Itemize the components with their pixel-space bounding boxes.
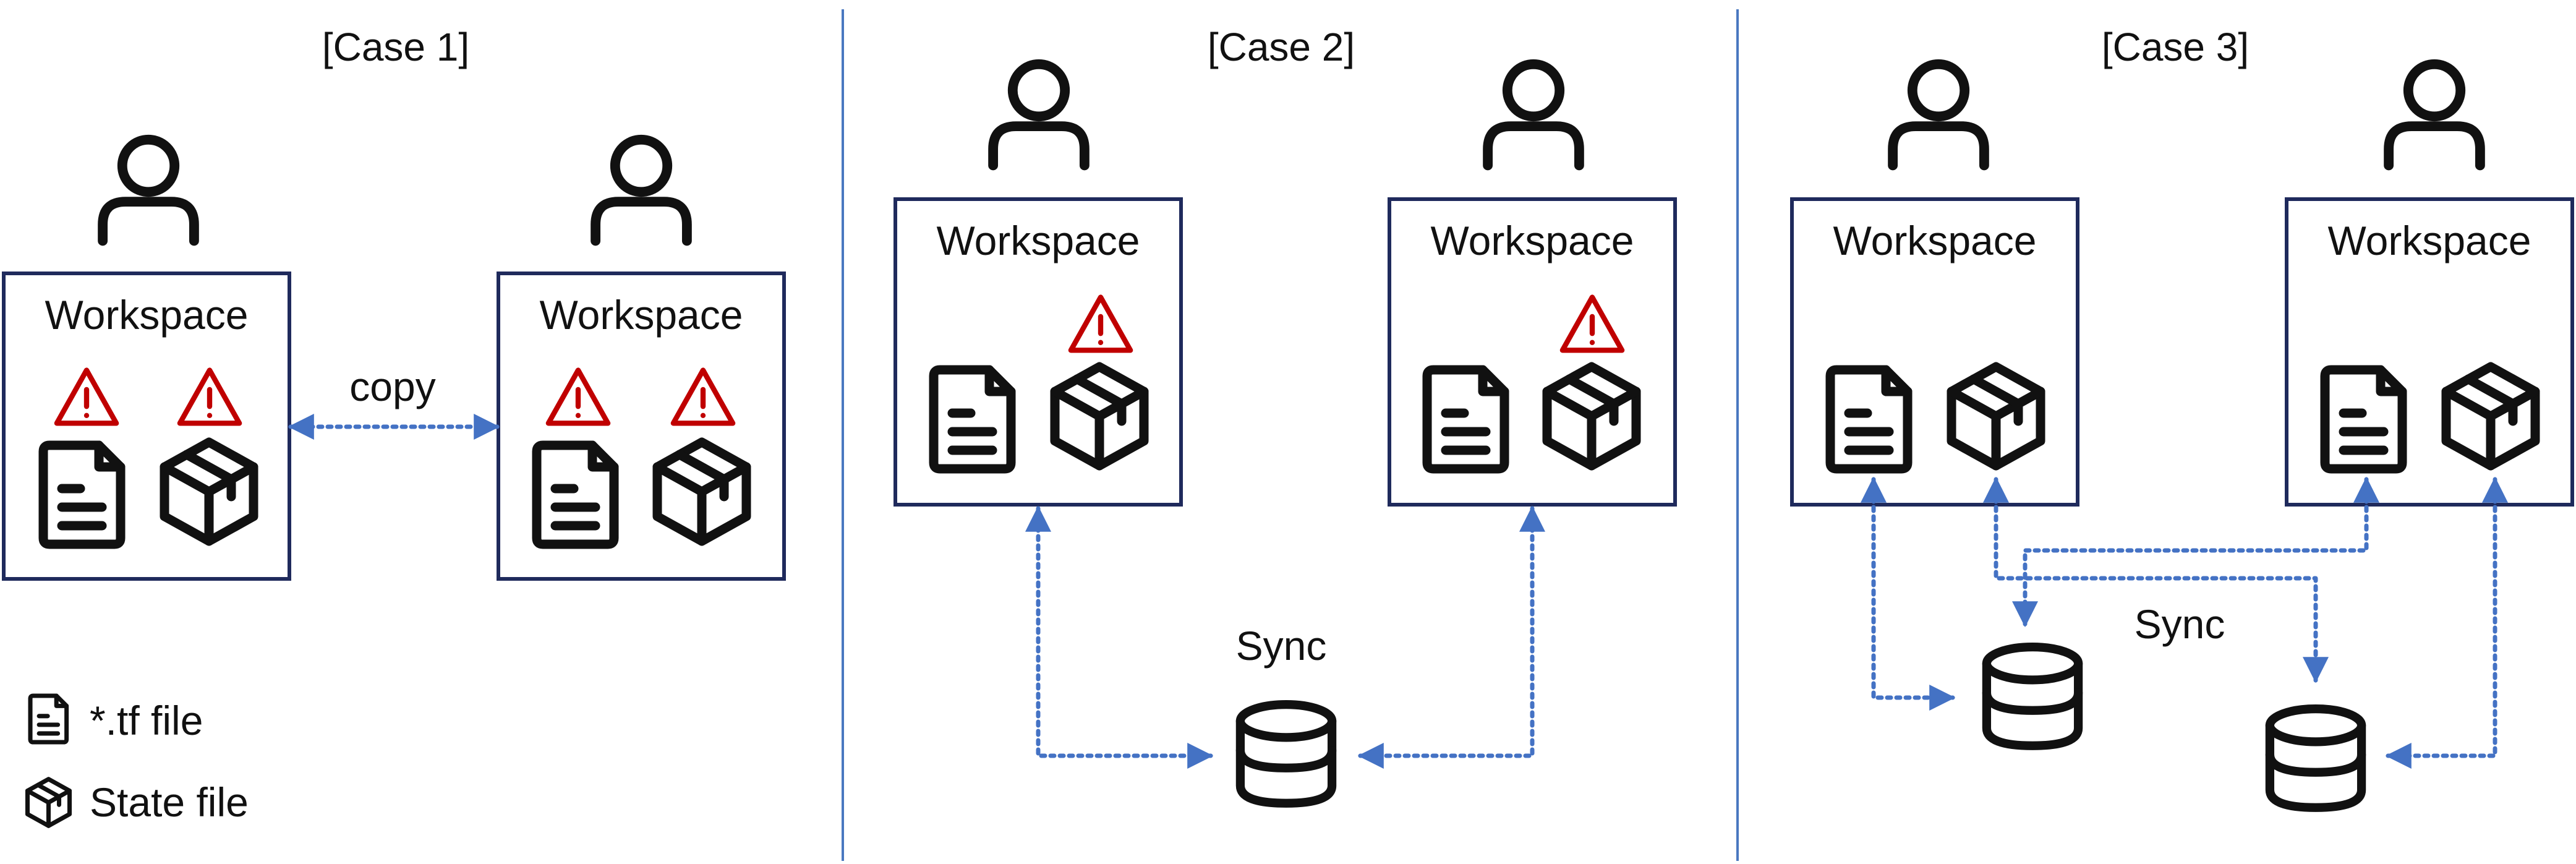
sync-arrow — [1357, 505, 1545, 769]
workspace-box — [497, 272, 786, 581]
workspace-box — [2285, 197, 2574, 507]
case-3-title: [Case 3] — [2102, 25, 2249, 69]
sync-arrow — [2385, 476, 2508, 769]
database-icon — [1240, 704, 1332, 803]
case-1-title: [Case 1] — [322, 25, 469, 69]
user-icon — [595, 140, 687, 241]
sync-arrow — [1025, 505, 1214, 769]
workspace-title: Workspace — [937, 218, 1140, 263]
workspace-title: Workspace — [1431, 218, 1634, 263]
workspace-title: Workspace — [1833, 218, 2037, 263]
database-icon — [1987, 647, 2078, 746]
sync-label: Sync — [2135, 601, 2225, 647]
case-2-group: Workspace Workspace Sync — [893, 64, 1677, 803]
sync-arrow — [1983, 476, 2329, 683]
legend-state-file: State file — [90, 779, 249, 825]
case-1-group: Workspace Workspace copy — [2, 140, 786, 581]
tf-file-icon — [30, 696, 67, 742]
database-icon — [2270, 709, 2361, 808]
workspace-box — [1790, 197, 2079, 507]
sync-label: Sync — [1236, 623, 1327, 669]
legend: *.tf file State file — [28, 696, 249, 826]
workspace-box — [1388, 197, 1677, 507]
legend-tf-file: *.tf file — [90, 698, 203, 743]
workspace-title: Workspace — [540, 292, 743, 338]
user-icon — [993, 64, 1085, 166]
copy-label: copy — [349, 364, 435, 409]
user-icon — [2389, 64, 2480, 166]
case-2-title: [Case 2] — [1208, 25, 1355, 69]
workspace-title: Workspace — [45, 292, 249, 338]
user-icon — [1893, 64, 1984, 166]
user-icon — [1488, 64, 1579, 166]
case-3-group: Workspace Workspace Sync — [1790, 64, 2574, 808]
user-icon — [103, 140, 194, 241]
workspace-title: Workspace — [2328, 218, 2531, 263]
state-file-icon — [28, 779, 70, 826]
sync-arrow — [1861, 476, 1956, 711]
workspace-box — [893, 197, 1183, 507]
